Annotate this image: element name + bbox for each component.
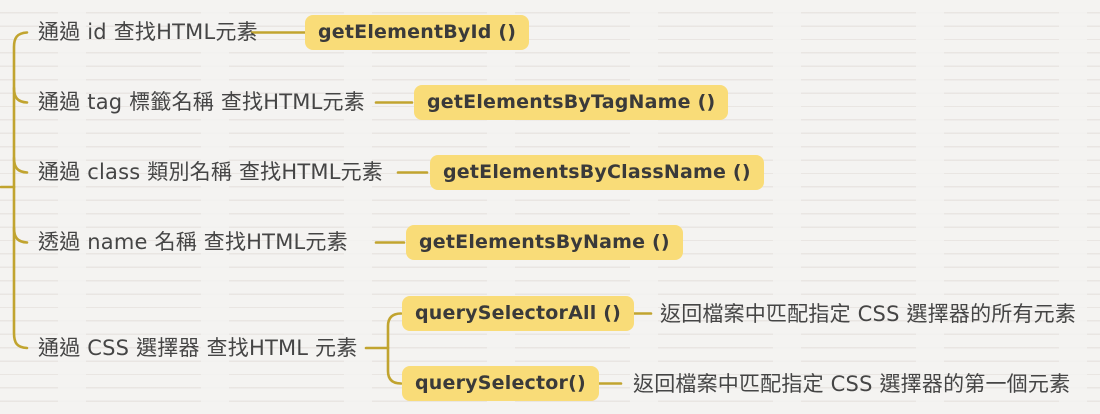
branch-curve-4 <box>12 226 29 244</box>
branch-label-id[interactable]: 通過 id 查找HTML元素 <box>38 20 258 44</box>
branch-curve-3 <box>12 156 29 174</box>
method-node-getelementsbyname[interactable]: getElementsByName () <box>406 225 683 260</box>
branch-label-css-selector[interactable]: 通過 CSS 選擇器 查找HTML 元素 <box>38 336 358 360</box>
method-node-getelementsbyclassname[interactable]: getElementsByClassName () <box>430 155 764 190</box>
branch-label-class[interactable]: 通過 class 類別名稱 查找HTML元素 <box>38 160 383 184</box>
method-node-getelementsbytagname[interactable]: getElementsByTagName () <box>414 85 729 120</box>
description-queryselector[interactable]: 返回檔案中匹配指定 CSS 選擇器的第一個元素 <box>633 372 1071 396</box>
method-node-queryselector[interactable]: querySelector() <box>402 366 599 401</box>
method-node-getelementbyid[interactable]: getElementById () <box>305 15 530 50</box>
description-queryselectorall[interactable]: 返回檔案中匹配指定 CSS 選擇器的所有元素 <box>660 302 1077 326</box>
method-node-queryselectorall[interactable]: querySelectorAll () <box>402 296 635 331</box>
sub-bracket-spine <box>386 312 403 385</box>
branch-label-name[interactable]: 透過 name 名稱 查找HTML元素 <box>38 230 348 254</box>
main-bracket-spine <box>12 31 29 350</box>
branch-curve-2 <box>12 86 29 104</box>
branch-label-tag[interactable]: 通過 tag 標籤名稱 查找HTML元素 <box>38 90 365 114</box>
